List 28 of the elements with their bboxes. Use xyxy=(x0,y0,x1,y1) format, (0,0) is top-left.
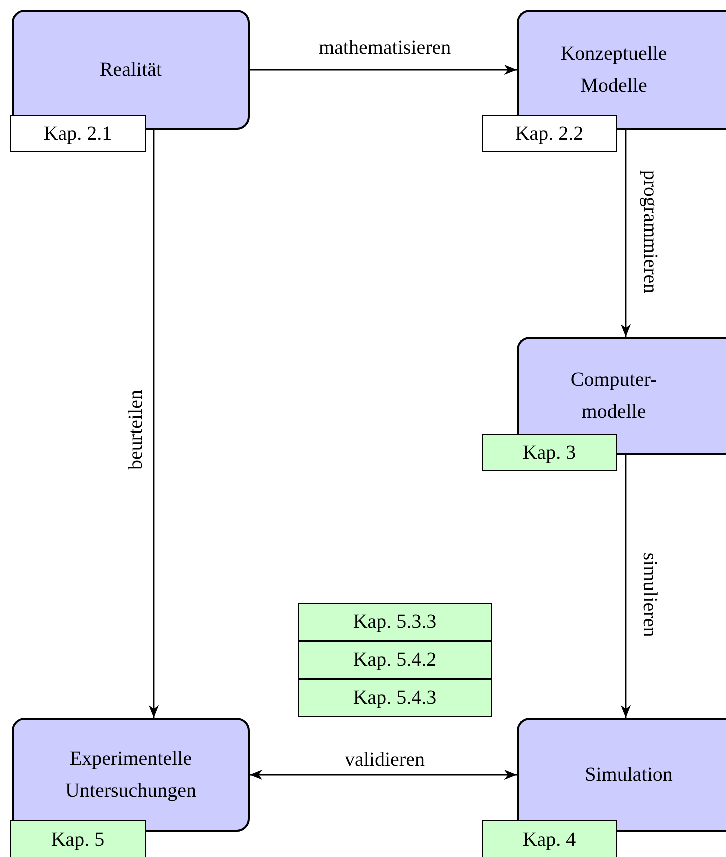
chapter-tag xyxy=(298,603,492,641)
chapter-tag xyxy=(10,115,146,152)
chapter-tag xyxy=(298,641,492,679)
node-label: Konzeptuelle Modelle xyxy=(560,42,668,99)
node-label: Kap. 2.1 xyxy=(44,122,112,146)
chapter-tag xyxy=(298,679,492,717)
node-label: Kap. 5.4.3 xyxy=(353,686,437,711)
node-label: Kap. 5 xyxy=(51,828,105,853)
arrow xyxy=(250,770,517,780)
node-label: Simulation xyxy=(584,763,674,788)
node-label: Realität xyxy=(98,58,164,83)
node-label: Kap. 2.2 xyxy=(515,122,584,146)
chapter-tag xyxy=(482,434,617,471)
node-label: Experimentelle Untersuchungen xyxy=(64,747,198,804)
chapter-tag xyxy=(482,820,617,857)
arrow xyxy=(148,130,160,718)
node-label: Kap. 5.3.3 xyxy=(353,610,437,635)
arrow xyxy=(620,455,632,718)
node-label: Computer- modelle xyxy=(570,368,658,425)
node-label: Kap. 4 xyxy=(522,828,576,853)
process-box xyxy=(517,718,726,832)
chapter-tag xyxy=(10,820,146,857)
process-box xyxy=(12,718,250,832)
arrow xyxy=(620,130,632,337)
chapter-tag xyxy=(482,115,617,152)
node-label: Kap. 3 xyxy=(522,440,576,466)
node-label: Kap. 5.4.2 xyxy=(353,648,437,673)
arrow xyxy=(250,64,517,76)
